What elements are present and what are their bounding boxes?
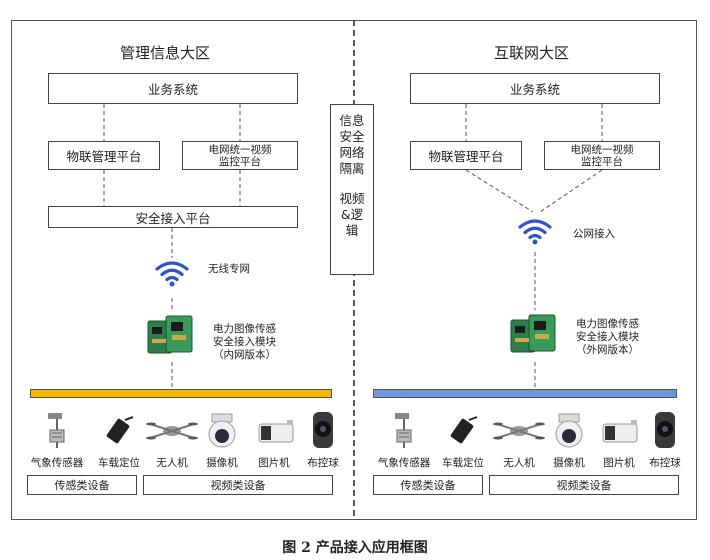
left-vehicle-locator-icon (106, 416, 134, 444)
right-network-bar (373, 389, 677, 398)
right-weather-sensor-icon (395, 413, 412, 448)
right-video-group: 视频类设备 (489, 475, 679, 495)
right-region-title: 互联网大区 (494, 44, 570, 62)
left-drone-icon (146, 422, 198, 440)
left-module-board-icon (147, 315, 193, 354)
left-device-label: 布控球 (307, 457, 339, 469)
left-network-bar (30, 389, 332, 398)
right-camera-icon (555, 413, 583, 448)
left-business-system: 业务系统 (48, 73, 298, 104)
right-video-platform: 电网统一视频 监控平台 (544, 141, 660, 170)
left-video-group: 视频类设备 (143, 475, 333, 495)
left-sensor-group: 传感类设备 (27, 475, 137, 495)
left-device-label: 气象传感器 (30, 457, 84, 469)
left-iot-platform: 物联管理平台 (48, 141, 160, 170)
right-module-board-icon (510, 314, 556, 353)
right-device-label: 图片机 (603, 457, 635, 469)
isolation-box: 信息安全网络隔离 视频&逻辑 (330, 104, 374, 275)
video-logic-label: 视频&逻辑 (339, 191, 365, 238)
left-weather-sensor-icon (48, 413, 65, 448)
left-device-label: 车载定位 (98, 457, 140, 469)
left-device-label: 摄像机 (206, 457, 238, 469)
right-sensor-group: 传感类设备 (373, 475, 483, 495)
right-drone-icon (493, 422, 545, 440)
left-wifi-icon (155, 261, 189, 287)
right-device-label: 摄像机 (553, 457, 585, 469)
right-wifi-icon (518, 219, 552, 245)
left-secure-access-platform: 安全接入平台 (48, 206, 298, 228)
left-device-label: 图片机 (258, 457, 290, 469)
right-picture-camera-icon (602, 420, 638, 443)
right-module-label: 电力图像传感 安全接入模块 （外网版本） (576, 318, 639, 356)
right-device-label: 气象传感器 (377, 457, 431, 469)
figure-caption: 图 2 产品接入应用框图 (282, 540, 428, 556)
right-device-label: 车载定位 (442, 457, 484, 469)
left-wireless-label: 无线专网 (208, 263, 250, 275)
right-device-label: 无人机 (503, 457, 535, 469)
left-control-ball-icon (313, 412, 333, 448)
left-device-label: 无人机 (156, 457, 188, 469)
right-business-system: 业务系统 (410, 73, 660, 104)
right-device-label: 布控球 (649, 457, 681, 469)
left-region-title: 管理信息大区 (120, 44, 211, 62)
left-module-label: 电力图像传感 安全接入模块 （内网版本） (213, 323, 276, 361)
left-video-platform: 电网统一视频 监控平台 (182, 141, 298, 170)
left-picture-camera-icon (258, 420, 294, 443)
right-vehicle-locator-icon (450, 416, 478, 444)
isolation-label: 信息安全网络隔离 (339, 113, 365, 176)
right-iot-platform: 物联管理平台 (410, 141, 522, 170)
left-camera-icon (208, 413, 236, 448)
right-control-ball-icon (655, 412, 675, 448)
right-public-access-label: 公网接入 (573, 228, 615, 240)
